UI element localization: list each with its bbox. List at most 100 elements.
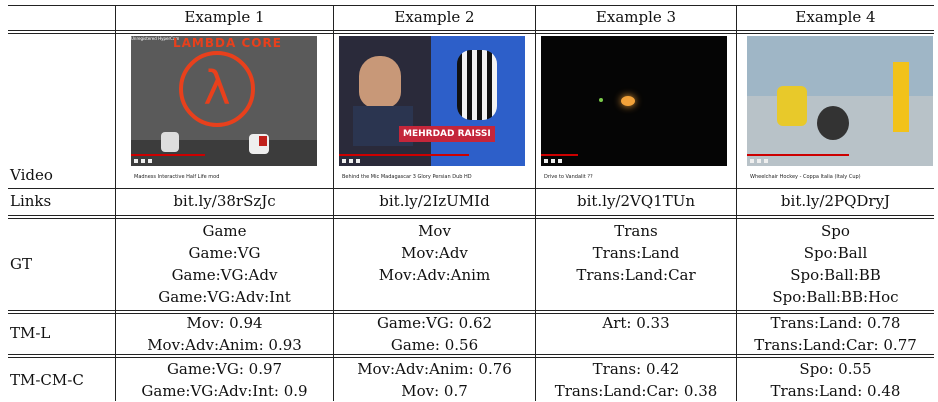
thumb-4-progress bbox=[747, 154, 850, 156]
prediction-label: Mov:Adv:Anim: 0.93 bbox=[147, 336, 302, 354]
rule-tml-1 bbox=[8, 354, 934, 355]
tml-cell-2: Game:VG: 0.62 Game: 0.56 bbox=[334, 312, 535, 356]
thumb-4-frame bbox=[747, 36, 933, 166]
thumb-2-controls[interactable] bbox=[339, 156, 525, 166]
link-2[interactable]: bit.ly/2IzUMId bbox=[379, 192, 490, 210]
tmcmc-cell-3: Trans: 0.42 Trans:Land:Car: 0.38 bbox=[536, 358, 736, 402]
thumb-1-controls[interactable] bbox=[131, 156, 317, 166]
rule-gt-1 bbox=[8, 310, 934, 311]
gt-cell-3: Trans Trans:Land Trans:Land:Car bbox=[536, 220, 736, 286]
thumb-3-controls[interactable] bbox=[541, 156, 727, 166]
thumb-1-top-text: LAMBDA CORE bbox=[173, 36, 282, 50]
thumb-4-controls[interactable] bbox=[747, 156, 933, 166]
link-1[interactable]: bit.ly/38rSzJc bbox=[173, 192, 276, 210]
prediction-label: Mov: 0.94 bbox=[186, 314, 263, 332]
light-icon bbox=[599, 98, 603, 102]
video-thumbnail-2[interactable]: MEHRDAD RAISSI Behind the Mic Madagascar… bbox=[339, 36, 525, 182]
thumb-2-overlay-text: MEHRDAD RAISSI bbox=[399, 126, 495, 142]
prediction-label: Mov:Adv:Anim: 0.76 bbox=[357, 360, 512, 378]
row-label-links: Links bbox=[10, 192, 52, 210]
thumb-3-frame bbox=[541, 36, 727, 166]
thumb-1-caption: Madness Interactive Half Life mod bbox=[134, 174, 220, 180]
prediction-label: Game:VG: 0.62 bbox=[376, 314, 493, 332]
vrule-0 bbox=[115, 5, 116, 401]
prediction-label: Game:VG:Adv:Int: 0.9 bbox=[141, 382, 308, 400]
headlight-icon bbox=[621, 96, 635, 106]
gt-cell-2: Mov Mov:Adv Mov:Adv:Anim bbox=[334, 220, 535, 286]
gt-label: Trans bbox=[614, 222, 658, 240]
video-thumbnail-3[interactable]: Drive to Vandalit ?? bbox=[541, 36, 727, 182]
gt-label: Trans:Land bbox=[592, 244, 680, 262]
rule-video bbox=[8, 188, 934, 189]
gt-label: Trans:Land:Car bbox=[576, 266, 696, 284]
video-thumbnail-4[interactable]: Wheelchair Hockey - Coppa Italia (Italy … bbox=[747, 36, 933, 182]
rule-top bbox=[8, 5, 934, 6]
prediction-label: Trans:Land: 0.78 bbox=[770, 314, 901, 332]
header-example-2: Example 2 bbox=[394, 8, 475, 26]
gt-label: Game:VG bbox=[188, 244, 261, 262]
rule-links-2 bbox=[8, 218, 934, 219]
zebra-icon bbox=[457, 50, 497, 120]
header-example-1: Example 1 bbox=[184, 8, 265, 26]
row-label-video: Video bbox=[10, 166, 53, 184]
thumb-1-corner-text: Unregistered HyperCam bbox=[131, 36, 180, 41]
thumb-1-progress bbox=[131, 154, 206, 156]
gt-label: Game:VG:Adv bbox=[171, 266, 278, 284]
lambda-logo-icon: λ bbox=[179, 51, 255, 127]
gt-label: Spo:Ball:BB bbox=[790, 266, 881, 284]
rule-header-2 bbox=[8, 33, 934, 34]
thumb-3-progress bbox=[541, 154, 579, 156]
thumb-2-frame: MEHRDAD RAISSI bbox=[339, 36, 525, 166]
rule-gt-2 bbox=[8, 313, 934, 314]
row-label-gt: GT bbox=[10, 255, 32, 273]
vrule-1 bbox=[333, 5, 334, 401]
tmcmc-cell-4: Spo: 0.55 Trans:Land: 0.48 bbox=[737, 358, 934, 402]
gt-label: Spo:Ball:BB:Hoc bbox=[772, 288, 899, 306]
tml-cell-3: Art: 0.33 bbox=[536, 312, 736, 334]
wheelchair-icon bbox=[817, 106, 849, 140]
tml-cell-4: Trans:Land: 0.78 Trans:Land:Car: 0.77 bbox=[737, 312, 934, 356]
prediction-label: Art: 0.33 bbox=[602, 314, 670, 332]
gt-label: Game:VG:Adv:Int bbox=[158, 288, 291, 306]
gt-label: Spo bbox=[821, 222, 850, 240]
thumb-1-frame: Unregistered HyperCam LAMBDA CORE λ bbox=[131, 36, 317, 166]
video-thumbnail-1[interactable]: Unregistered HyperCam LAMBDA CORE λ Madn… bbox=[131, 36, 317, 182]
referee-icon bbox=[893, 62, 909, 132]
prediction-label: Game:VG: 0.97 bbox=[166, 360, 283, 378]
vrule-2 bbox=[535, 5, 536, 401]
prediction-label: Trans:Land: 0.48 bbox=[770, 382, 901, 400]
prediction-label: Trans:Land:Car: 0.38 bbox=[554, 382, 718, 400]
gt-label: Mov:Adv:Anim bbox=[378, 266, 491, 284]
prediction-label: Game: 0.56 bbox=[390, 336, 479, 354]
tmcmc-cell-2: Mov:Adv:Anim: 0.76 Mov: 0.7 bbox=[334, 358, 535, 402]
character-icon bbox=[161, 132, 179, 152]
vrule-3 bbox=[736, 5, 737, 401]
gt-label: Mov bbox=[418, 222, 451, 240]
thumb-3-caption: Drive to Vandalit ?? bbox=[544, 174, 593, 180]
thumb-2-caption: Behind the Mic Madagascar 3 Glory Persia… bbox=[342, 174, 472, 180]
thumb-2-progress bbox=[339, 154, 470, 156]
rule-tml-2 bbox=[8, 357, 934, 358]
link-4[interactable]: bit.ly/2PQDryJ bbox=[780, 192, 891, 210]
header-example-4: Example 4 bbox=[795, 8, 876, 26]
header-example-3: Example 3 bbox=[595, 8, 677, 26]
thumb-4-caption: Wheelchair Hockey - Coppa Italia (Italy … bbox=[750, 174, 861, 180]
rule-header-1 bbox=[8, 30, 934, 31]
tmcmc-cell-1: Game:VG: 0.97 Game:VG:Adv:Int: 0.9 bbox=[116, 358, 333, 402]
link-3[interactable]: bit.ly/2VQ1TUn bbox=[576, 192, 696, 210]
gt-cell-1: Game Game:VG Game:VG:Adv Game:VG:Adv:Int bbox=[116, 220, 333, 308]
player-icon bbox=[777, 86, 807, 126]
prediction-label: Trans:Land:Car: 0.77 bbox=[754, 336, 917, 354]
thumb-1-red-detail bbox=[259, 136, 267, 146]
row-label-tml: TM-L bbox=[10, 324, 51, 342]
row-label-tmcmc: TM-CM-C bbox=[10, 371, 84, 389]
gt-label: Game bbox=[202, 222, 247, 240]
prediction-label: Trans: 0.42 bbox=[592, 360, 680, 378]
gt-cell-4: Spo Spo:Ball Spo:Ball:BB Spo:Ball:BB:Hoc bbox=[737, 220, 934, 308]
prediction-label: Mov: 0.7 bbox=[401, 382, 468, 400]
tml-cell-1: Mov: 0.94 Mov:Adv:Anim: 0.93 bbox=[116, 312, 333, 356]
gt-label: Spo:Ball bbox=[803, 244, 868, 262]
person-face-icon bbox=[359, 56, 401, 108]
gt-label: Mov:Adv bbox=[401, 244, 468, 262]
rule-links-1 bbox=[8, 215, 934, 216]
